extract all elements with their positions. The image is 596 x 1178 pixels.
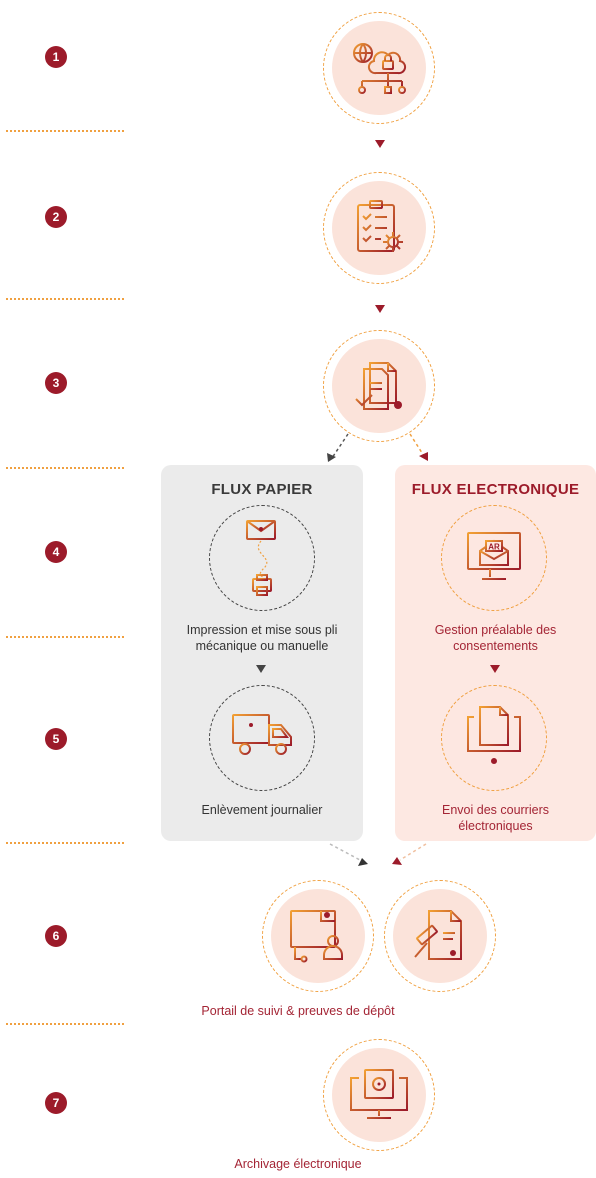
step-number-7: 7 xyxy=(45,1092,67,1114)
paper-icon-circle-1 xyxy=(209,505,315,611)
merge-arrows xyxy=(329,843,427,866)
portal-caption: Portail de suivi & preuves de dépôt xyxy=(201,1004,395,1018)
step2-icon-circle xyxy=(323,172,435,284)
arrow-down xyxy=(375,140,385,148)
monitor-safe-icon xyxy=(350,1069,408,1119)
ar-label: AR xyxy=(488,543,500,552)
step-number-2: 2 xyxy=(45,206,67,228)
separator xyxy=(6,1023,124,1025)
step1-icon-circle xyxy=(323,12,435,124)
separator xyxy=(6,130,124,132)
arrow-down xyxy=(490,665,500,673)
step-number-6: 6 xyxy=(45,925,67,947)
delivery-truck-icon xyxy=(232,714,292,755)
paper-step1-text: Impression et mise sous pli mécanique ou… xyxy=(186,623,338,653)
step6-icon-circle-1 xyxy=(262,880,374,992)
step-number-1: 1 xyxy=(45,46,67,68)
step3-icon-circle xyxy=(323,330,435,442)
step-number-4: 4 xyxy=(45,541,67,563)
network-cloud-lock-icon xyxy=(353,43,407,94)
separator xyxy=(6,636,124,638)
monitor-document-icon xyxy=(467,706,521,764)
flux-electronique-title: FLUX ELECTRONIQUE xyxy=(411,481,580,498)
electronic-icon-circle-2 xyxy=(441,685,547,791)
separator xyxy=(6,467,124,469)
legal-proof-gavel-icon xyxy=(414,910,462,960)
split-arrows xyxy=(327,433,428,462)
flux-papier-panel: FLUX PAPIER Impression et mise sous pli … xyxy=(161,465,363,841)
step-number-3: 3 xyxy=(45,372,67,394)
paper-icon-circle-2 xyxy=(209,685,315,791)
step7-icon-circle xyxy=(323,1039,435,1151)
checklist-gear-icon xyxy=(357,200,403,252)
archive-caption: Archivage électronique xyxy=(234,1157,362,1171)
step-number-5: 5 xyxy=(45,728,67,750)
step6-icon-circle-2 xyxy=(384,880,496,992)
envelope-printer-icon xyxy=(246,520,276,596)
paper-step2-text: Enlèvement journalier xyxy=(201,803,323,817)
arrow-down xyxy=(375,305,385,313)
documents-check-icon xyxy=(355,362,402,410)
flux-electronique-panel: FLUX ELECTRONIQUE AR Gestion préalable d… xyxy=(395,465,596,841)
electronic-step2-text: Envoi des courriers électroniques xyxy=(442,803,549,833)
separator xyxy=(6,842,124,844)
monitor-envelope-ar-icon: AR xyxy=(467,532,521,580)
separator xyxy=(6,298,124,300)
tracking-portal-user-icon xyxy=(290,910,343,963)
flux-papier-title: FLUX PAPIER xyxy=(211,481,313,498)
electronic-step1-text: Gestion préalable des consentements xyxy=(434,623,557,653)
arrow-down xyxy=(256,665,266,673)
